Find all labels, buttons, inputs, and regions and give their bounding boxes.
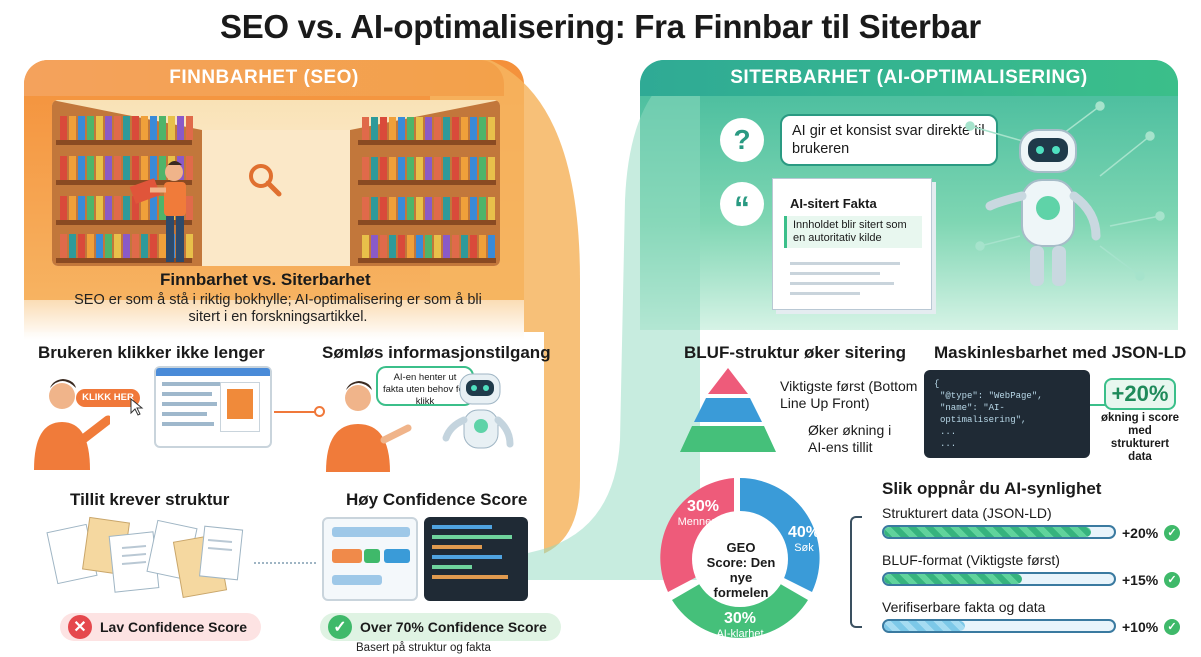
json-line: "@type": "WebPage", (940, 391, 1043, 401)
how-item-label: Verifiserbare fakta og data (882, 599, 1046, 615)
how-progress-bar (882, 525, 1116, 539)
question-icon: ? (720, 118, 764, 162)
bracket (850, 516, 862, 628)
low-score-label: Lav Confidence Score (100, 619, 248, 635)
high-sub: Basert på struktur og fakta (356, 642, 491, 654)
connector-dot (314, 406, 325, 417)
json-line: ... (940, 439, 957, 449)
compare-title: Finnbarhet vs. Siterbarhet (160, 270, 371, 289)
code-block-small (424, 517, 528, 601)
how-title: Slik oppnår du AI-synlighet (882, 479, 1102, 498)
geo-center: GEO Score: Den nye formelen (706, 540, 776, 600)
cursor-icon (130, 397, 144, 416)
how-item-value: +20% (1122, 525, 1159, 541)
quote-icon: “ (720, 182, 764, 226)
left-header: FINNBARHET (SEO) (24, 60, 504, 96)
answer-bubble: AI gir et konsist svar direkte til bruke… (780, 114, 998, 166)
pyramid-icon (680, 368, 776, 452)
json-arrow (1090, 404, 1110, 406)
how-progress-bar (882, 619, 1116, 633)
bluf-top: Viktigste først (Bottom Line Up Front) (780, 378, 918, 411)
doc-lines (790, 262, 910, 302)
right-panel-curve (520, 60, 700, 580)
page-title: SEO vs. AI-optimalisering: Fra Finnbar t… (220, 8, 981, 45)
segment-label: AI-klarhet (716, 628, 764, 640)
cross-icon: ✕ (68, 615, 92, 639)
doc-quote: Innholdet blir sitert som en autoritativ… (784, 216, 922, 248)
robot-icon (440, 360, 530, 470)
segment-pct: 30% (686, 498, 720, 515)
segment-label: Menneske (677, 516, 729, 528)
json-title: Maskinlesbarhet med JSON-LD (934, 343, 1187, 362)
person-talking (322, 380, 412, 472)
json-line: { (934, 379, 940, 389)
seamless-bubble: AI-en henter ut fakta uten behov for kli… (376, 366, 474, 407)
segment-pct: 40% (787, 524, 821, 541)
messy-documents (42, 514, 248, 604)
flow-diagram (322, 517, 418, 601)
bluf-bottom: Øker økning i AI-ens tillit (808, 422, 892, 455)
json-line: ... (940, 427, 957, 437)
segment-label: Søk (794, 542, 814, 554)
compare-text: SEO er som å stå i riktig bokhylle; AI-o… (74, 292, 482, 325)
json-badge-text: økning i score med strukturert data (1101, 412, 1179, 463)
dotted-connector (254, 562, 316, 564)
right-header: SITERBARHET (AI-OPTIMALISERING) (640, 60, 1178, 96)
connector-line (274, 411, 316, 413)
geo-segment-ai: 30% AI-klarhet (700, 610, 780, 640)
geo-donut (650, 468, 830, 650)
check-icon: ✓ (328, 615, 352, 639)
json-badge: +20% (1104, 378, 1176, 410)
search-icon (247, 162, 283, 198)
segment-pct: 30% (723, 610, 757, 627)
bluf-title: BLUF-struktur øker sitering (684, 343, 906, 362)
geo-segment-search: 40% Søk (774, 524, 834, 554)
low-score-chip: ✕ Lav Confidence Score (60, 613, 262, 641)
high-score-chip: ✓ Over 70% Confidence Score (320, 613, 561, 641)
click-here-button[interactable]: KLIKK HER (76, 389, 140, 407)
how-item-label: BLUF-format (Viktigste først) (882, 552, 1060, 568)
check-icon: ✓ (1164, 619, 1180, 635)
high-title: Høy Confidence Score (346, 490, 528, 509)
doc-title: AI-sitert Fakta (790, 196, 877, 211)
check-icon: ✓ (1164, 572, 1180, 588)
click-title: Brukeren klikker ikke lenger (38, 343, 265, 362)
trust-title: Tillit krever struktur (70, 490, 230, 509)
robot-icon (950, 96, 1170, 316)
webpage-mockup (154, 366, 272, 448)
seamless-title: Sømløs informasjonstilgang (322, 343, 551, 362)
person-clicking (30, 378, 113, 470)
how-item-label: Strukturert data (JSON-LD) (882, 505, 1052, 521)
how-item-value: +10% (1122, 619, 1159, 635)
how-item-value: +15% (1122, 572, 1159, 588)
json-code-block: { "@type": "WebPage", "name": "AI-optima… (924, 370, 1090, 458)
bookshelf-illustration (52, 100, 500, 266)
geo-segment-human: 30% Menneske (668, 498, 738, 528)
json-line: "name": "AI-optimalisering", (940, 403, 1027, 425)
how-progress-bar (882, 572, 1116, 586)
person-reading (128, 160, 198, 265)
check-icon: ✓ (1164, 525, 1180, 541)
high-score-label: Over 70% Confidence Score (360, 619, 547, 635)
left-fade (24, 300, 524, 340)
